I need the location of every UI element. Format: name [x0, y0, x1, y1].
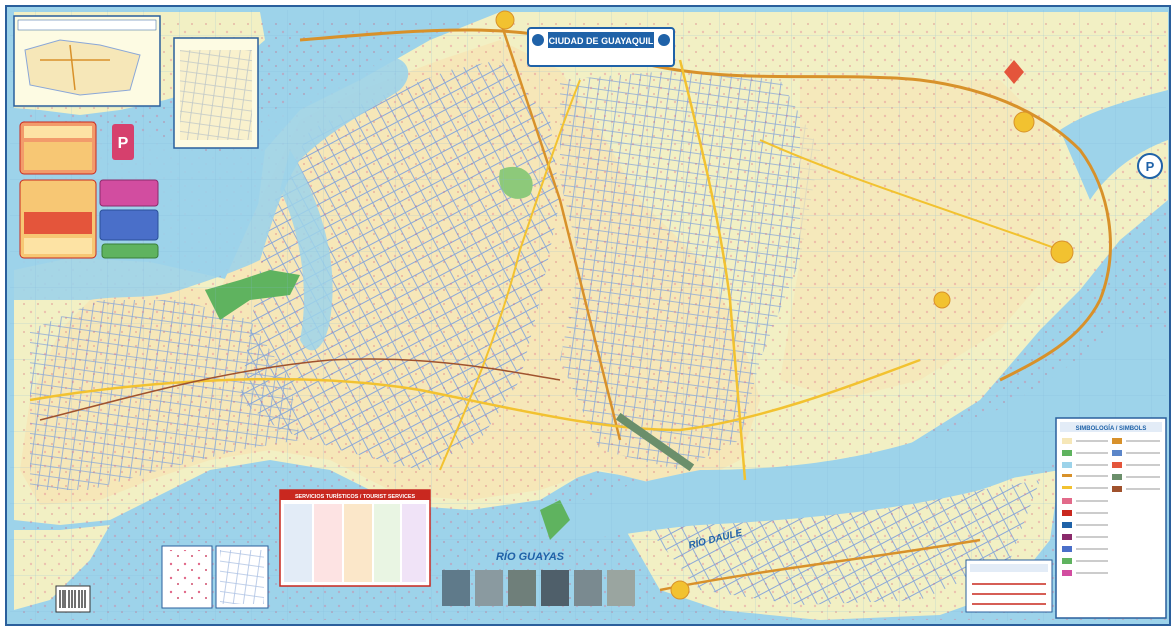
publisher-logo-right: P [1137, 153, 1163, 179]
street-index-panel[interactable] [161, 545, 269, 609]
interchange-east [1050, 240, 1074, 264]
road-brown [39, 358, 561, 421]
interchange-north [1013, 111, 1035, 133]
title-banner: CIUDAD DE GUAYAQUIL [527, 27, 675, 67]
road-main-c [439, 79, 581, 471]
svg-text:P: P [1146, 159, 1155, 174]
label-rio-guayas: RÍO GUAYAS [496, 550, 565, 563]
highway-via-daule [498, 19, 622, 441]
seal-right-icon [658, 34, 670, 46]
publisher-logo-box [112, 124, 134, 160]
road-main-a [29, 358, 921, 432]
road-main-b [678, 59, 747, 481]
publisher-logo-icon: P [118, 135, 129, 152]
barcode-icon [55, 585, 91, 613]
interchange-top [495, 10, 515, 30]
inset-map-region[interactable] [13, 15, 161, 107]
road-east [759, 139, 1061, 251]
road-south-island [659, 538, 981, 592]
compass-icon [1004, 60, 1024, 84]
landmark-photo-strip [442, 570, 635, 606]
info-boxes-left: P [19, 121, 159, 259]
tourism-panel-heading: SERVICIOS TURÍSTICOS / TOURIST SERVICES [295, 492, 416, 500]
tourism-services-panel[interactable]: SERVICIOS TURÍSTICOS / TOURIST SERVICES [279, 489, 431, 587]
legend-panel[interactable]: SIMBOLOGÍA / SIMBOLS [1055, 417, 1167, 619]
map-title: CIUDAD DE GUAYAQUIL [549, 36, 654, 46]
airport-runway [615, 412, 695, 472]
interchange-bridge [670, 580, 690, 600]
legend-heading: SIMBOLOGÍA / SIMBOLS [1076, 424, 1147, 432]
seal-left-icon [532, 34, 544, 46]
transport-legend-panel[interactable] [965, 559, 1053, 613]
inset-map-puerto-azul[interactable] [173, 37, 259, 149]
interchange-mid [933, 291, 951, 309]
